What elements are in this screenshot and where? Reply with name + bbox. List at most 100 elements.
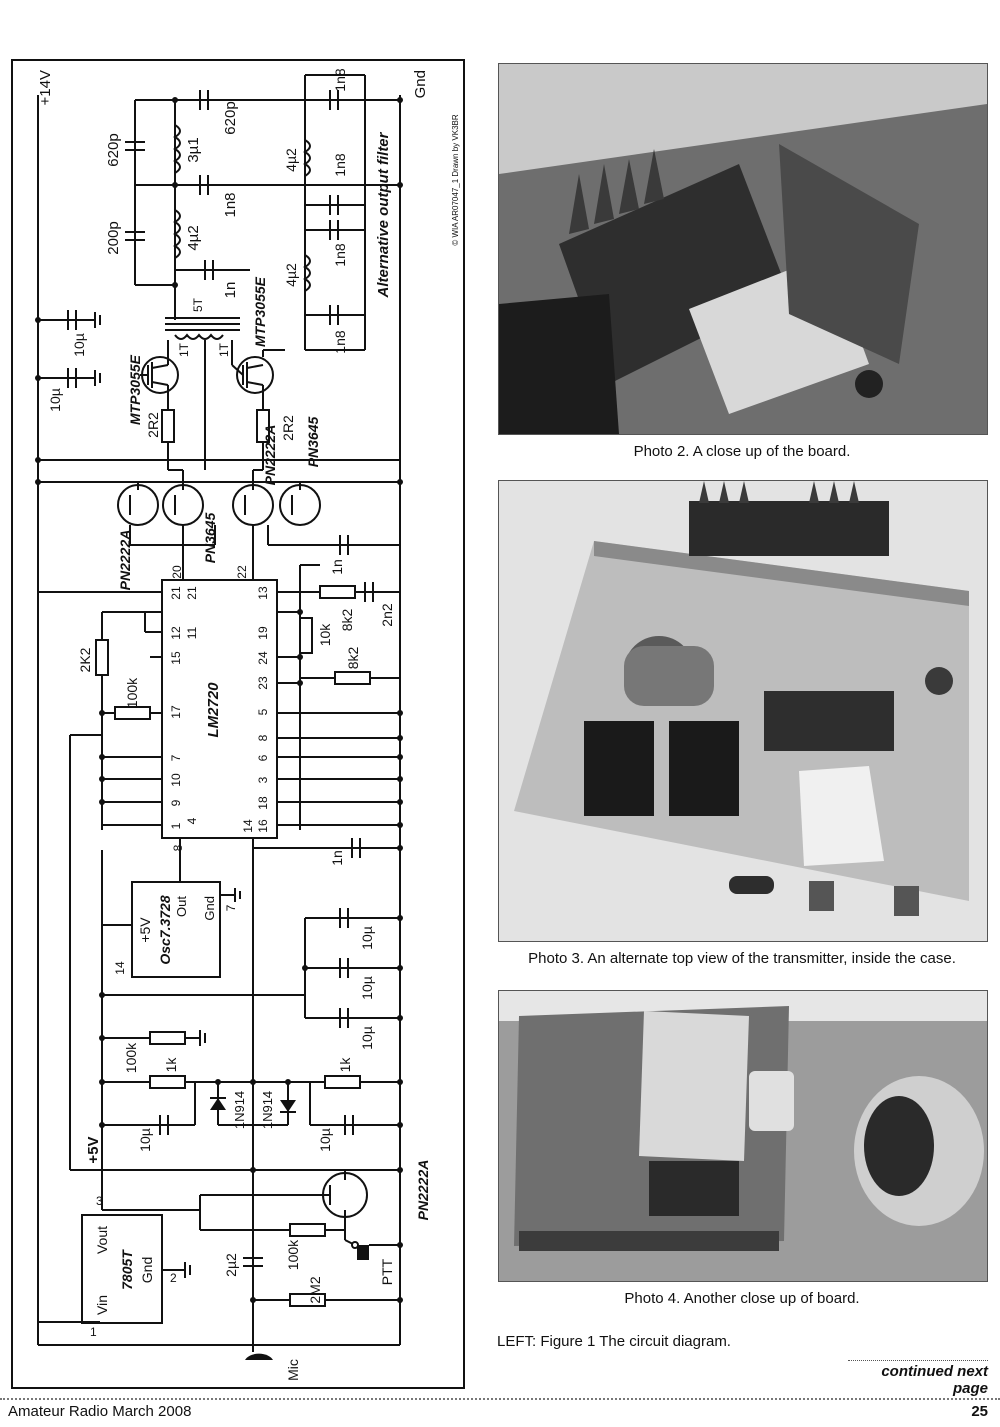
resistor-1k-2 [324,1075,361,1089]
driver-transistors [117,455,321,580]
xfmr-1t-a-label: 1T [177,342,191,357]
pin-22: 22 [235,565,249,579]
pin-14: 14 [241,819,255,833]
cap-1n8-label: 1n8 [222,192,239,217]
pin-8r: 8 [256,734,270,741]
pin-18: 18 [256,796,270,810]
pot-100k [149,1031,186,1045]
resistor-8k2-2 [334,671,371,685]
ic-lm2720 [161,579,278,839]
diode-1n914-1-label: 1N914 [232,1091,247,1129]
mosfet-1 [140,356,179,410]
output-transformer [165,317,240,455]
cap-1n-top-label: 1n [329,559,345,575]
pn2222a-ptt-label: PN2222A [415,1160,431,1221]
pin-17: 17 [169,705,183,719]
ic-lm2720-label: LM2720 [205,682,222,738]
pin-9: 9 [169,799,183,806]
cap-10u-3-label: 10µ [359,926,375,950]
cap-2n2-label: 2n2 [379,603,395,627]
pin-15: 15 [169,651,183,665]
pin-23: 23 [256,676,270,690]
cap-10u-2-label: 10µ [47,388,63,412]
pin-19: 19 [256,626,270,640]
page-number: 25 [971,1403,988,1420]
junction-dots [99,609,403,1303]
pin-11: 11 [185,626,199,639]
resistor-8k2-2-label: 8k2 [345,647,361,670]
ptt-label: PTT [379,1258,395,1285]
cap-620p-1-label: 620p [105,133,122,166]
resistor-2r2-1 [161,409,175,443]
pin-8: 8 [171,844,185,851]
bulk-caps [35,310,101,388]
resistor-1k-2-label: 1k [337,1057,353,1073]
filter-title: Alternative output filter [375,131,392,298]
photo-4 [498,990,988,1282]
cap-1n-label: 1n [222,282,239,299]
xfmr-1t-b-label: 1T [217,342,231,357]
osc-pin-14: 14 [113,961,127,975]
filter-cap-1n8-4-label: 1n8 [332,330,348,354]
reg-pin-1: 1 [90,1325,97,1339]
pin-21b: 21 [185,586,199,600]
cap-2u2-label: 2µ2 [223,1253,239,1277]
pin-16: 16 [256,819,270,833]
ind-3u1-label: 3µ1 [185,137,202,162]
photo-4-image [499,991,987,1281]
reg-vout-label: Vout [94,1226,110,1254]
pin-4: 4 [185,817,199,824]
cap-10u-6-label: 10µ [137,1128,153,1152]
gnd-label: Gnd [412,70,429,98]
pn2222a-1-label: PN2222A [117,530,133,591]
supply-5v-label: +5V [85,1136,102,1163]
resistor-100k-2-label: 100k [285,1239,301,1270]
pot-100k-label: 100k [123,1042,139,1073]
publication-title: Amateur Radio March 2008 [8,1403,192,1420]
reg-gnd-label: Gnd [139,1257,155,1283]
schematic-frame [11,59,465,1389]
resistor-10k [299,617,313,654]
resistor-2m2-label: 2M2 [307,1276,323,1303]
reg-vin-label: Vin [94,1295,110,1315]
continued-next-page: continued next page [848,1360,988,1397]
photo-3 [498,480,988,942]
resistor-1k-1-label: 1k [163,1057,179,1073]
resistor-2k2 [95,639,109,676]
xfmr-5t-label: 5T [191,297,205,312]
diodes [210,1082,296,1126]
resistor-2k2-label: 2K2 [77,647,93,672]
cap-200p-label: 200p [105,221,122,254]
resistor-10k-label: 10k [317,623,333,647]
pin-24: 24 [256,651,270,665]
resistor-100k-1-label: 100k [124,677,140,708]
oscillator [131,881,221,978]
cap-1n-mid-label: 1n [329,850,345,866]
pin-1: 1 [169,822,183,829]
pin-21: 21 [169,586,183,600]
cap-10u-4-label: 10µ [359,976,375,1000]
photo-2-caption: Photo 2. A close up of the board. [633,443,851,460]
pn3645-2-label: PN3645 [305,416,321,467]
pin-6: 6 [256,754,270,761]
photo-2 [498,63,988,435]
osc-out-label: Out [174,896,189,917]
osc-gnd-label: Gnd [202,896,217,921]
mosfet-2 [231,349,285,410]
mic-label: Mic [285,1359,301,1381]
cap-10u-1-label: 10µ [71,333,87,357]
ic-left-pins: 21 12 15 17 7 10 9 1 21 11 4 [169,586,199,829]
output-network [125,90,403,320]
pin-5: 5 [256,708,270,715]
resistor-2r2-1-label: 2R2 [145,412,161,438]
filter-cap-1n8-1-label: 1n8 [332,68,348,92]
pn2222a-2-label: PN2222A [262,425,278,486]
photo-3-image [499,481,987,941]
alt-output-filter [303,74,366,351]
circuit-diagram: +14V Gnd 620p 200p 3µ1 4µ2 620p 1n8 1n [11,59,465,1389]
resistor-1k-1 [149,1075,186,1089]
reg-pin-3: 3 [96,1194,103,1208]
diode-1n914-2-label: 1N914 [260,1091,275,1129]
resistor-8k2-1 [319,585,356,599]
osc-5v-label: +5V [137,917,153,943]
